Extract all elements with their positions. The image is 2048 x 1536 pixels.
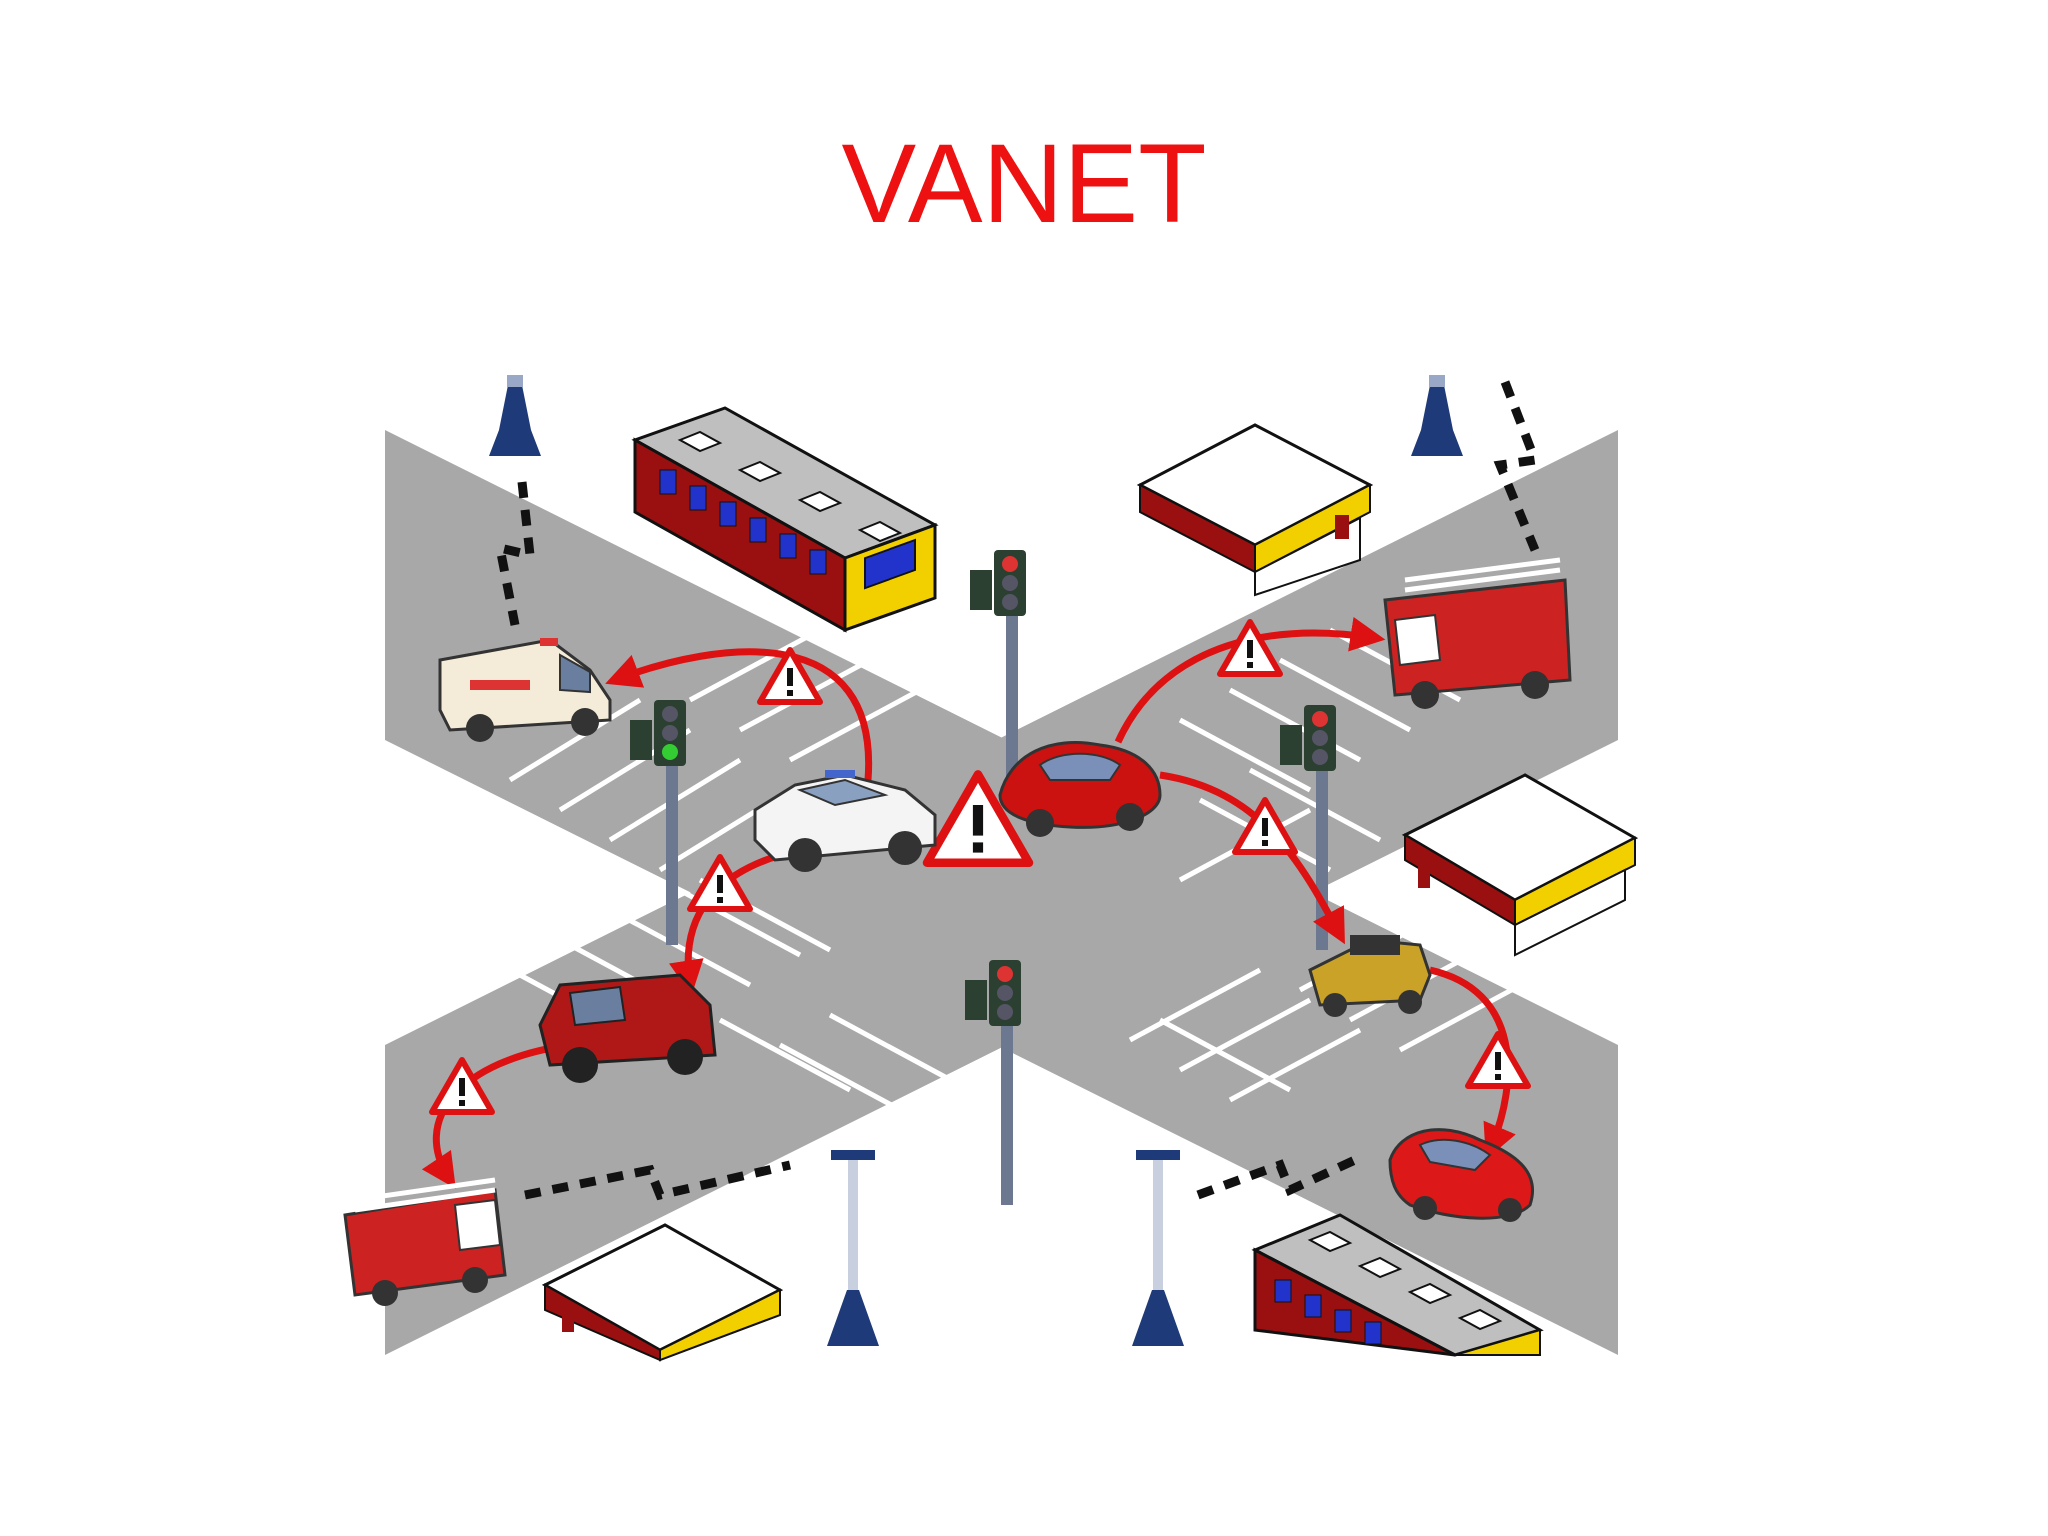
gas-station-right	[1401, 773, 1639, 957]
road-network	[385, 430, 1618, 1355]
traffic-light-icon	[1280, 705, 1336, 950]
traffic-light-icon	[970, 550, 1026, 790]
fire-truck-icon	[343, 1177, 507, 1306]
warning-triangle-icon	[1232, 797, 1298, 855]
building-top-left	[631, 406, 939, 633]
gas-station-bottom-left	[541, 1223, 784, 1362]
police-car-icon	[753, 770, 937, 872]
jeep-icon	[538, 973, 717, 1083]
wireless-link-tower-building	[1196, 1155, 1357, 1200]
message-arrow-redcar-firetruck	[1114, 616, 1386, 744]
warning-triangle-icon	[1217, 619, 1283, 677]
cell-tower-icon	[827, 1150, 879, 1346]
red-car-icon	[1388, 1128, 1535, 1222]
wireless-links	[494, 380, 1542, 1201]
traffic-light-icon	[965, 960, 1021, 1205]
cell-tower-icon	[1132, 1150, 1184, 1346]
ambulance-icon	[438, 638, 612, 742]
warning-triangle-icon	[429, 1057, 495, 1115]
wireless-link-firetruck-tower	[524, 1160, 792, 1201]
red-car-icon	[998, 740, 1162, 837]
warning-triangle-icon	[1465, 1031, 1531, 1089]
building-bottom-right	[1251, 1213, 1544, 1357]
warning-triangle-icon	[922, 770, 1034, 868]
vintage-car-icon	[1308, 935, 1432, 1017]
wireless-link-tower-ambulance	[494, 481, 536, 626]
fire-truck-icon	[1383, 557, 1572, 709]
slide-title: VANET	[841, 121, 1207, 246]
cell-tower-icon	[489, 375, 541, 456]
traffic-light-icon	[630, 700, 686, 945]
wireless-link-tower-firetruck	[1493, 380, 1542, 552]
road-diagonal-b	[385, 430, 1618, 1355]
gas-station-top-right	[1136, 423, 1374, 597]
warning-triangle-icon	[687, 854, 753, 912]
warning-triangle-icon	[757, 647, 823, 705]
cell-tower-icon	[1411, 375, 1463, 456]
